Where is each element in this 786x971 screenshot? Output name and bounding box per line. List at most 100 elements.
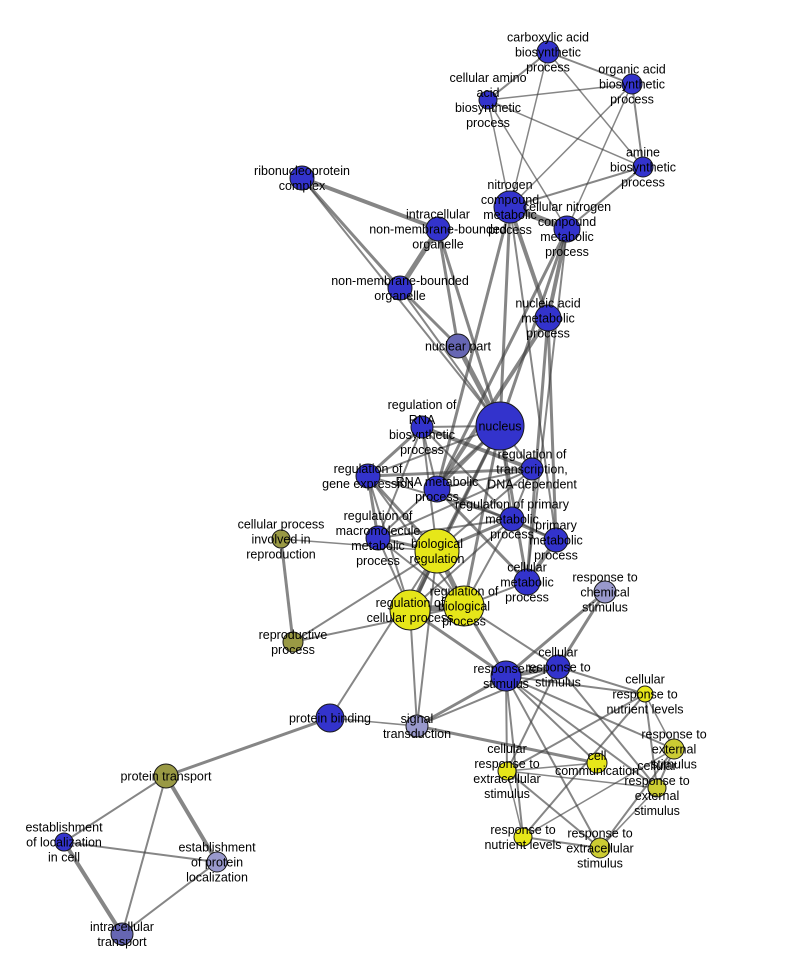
edge-ribonucleoprotein-complex--nucleus — [301, 177, 501, 427]
edge-response-to-stimulus--response-to-chemical-stimulus — [504, 590, 607, 678]
node-ribonucleoprotein-complex[interactable] — [289, 165, 315, 191]
node-nucleic-acid-metabolic-process[interactable] — [534, 304, 562, 332]
edge-regulation-of-transcription-dna-dependent--regulation-of-gene-expression — [366, 467, 534, 478]
edge-response-to-extracellular-stimulus--cellular-response-to-external-stimulus — [599, 787, 658, 849]
edge-biological-regulation--protein-binding — [329, 550, 438, 719]
edge-non-membrane-bounded-organelle--nucleus — [399, 287, 501, 427]
node-establishment-of-localization-in-cell[interactable] — [54, 832, 74, 852]
edge-cellular-amino-acid-biosynthetic-process--amine-biosynthetic-process — [487, 99, 644, 168]
edge-cellular-nitrogen-compound-metabolic-process--nucleic-acid-metabolic-process — [546, 227, 569, 320]
node-regulation-of-gene-expression[interactable] — [355, 463, 381, 489]
edge-nucleus--cellular-metabolic-process — [498, 424, 529, 584]
node-reproductive-process[interactable] — [282, 631, 304, 653]
node-cellular-nitrogen-compound-metabolic-process[interactable] — [553, 215, 581, 243]
edge-regulation-of-primary-metabolic-process--regulation-of-macromolecule-metabolic-process — [377, 518, 513, 539]
edge-nitrogen-compound-metabolic-process--rna-metabolic-process — [435, 205, 512, 491]
node-regulation-of-cellular-process[interactable] — [389, 589, 431, 631]
edge-reproductive-process--regulation-of-biological-process — [292, 605, 465, 643]
edge-response-to-nutrient-levels--cellular-response-to-extracellular-stimulus — [506, 770, 524, 838]
node-carboxylic-acid-biosynthetic-process[interactable] — [536, 40, 560, 64]
node-protein-transport[interactable] — [153, 763, 179, 789]
edge-nucleic-acid-metabolic-process--cellular-metabolic-process — [525, 316, 550, 584]
edge-response-to-stimulus--cell-communication — [505, 675, 598, 764]
edge-response-to-nutrient-levels--response-to-extracellular-stimulus — [522, 836, 601, 849]
node-intracellular-transport[interactable] — [110, 922, 134, 946]
node-nitrogen-compound-metabolic-process[interactable] — [493, 190, 527, 224]
edge-response-to-stimulus--response-to-extracellular-stimulus — [505, 675, 601, 849]
edge-carboxylic-acid-biosynthetic-process--amine-biosynthetic-process — [547, 51, 644, 168]
edge-cellular-response-to-stimulus--cellular-response-to-external-stimulus — [557, 666, 658, 789]
edges-layer — [62, 51, 675, 936]
edge-ribonucleoprotein-complex--intracellular-non-membrane-bounded-organelle — [300, 176, 440, 231]
node-nuclear-part[interactable] — [445, 333, 471, 359]
edge-nucleic-acid-metabolic-process--primary-metabolic-process — [546, 316, 558, 542]
node-organic-acid-biosynthetic-process[interactable] — [621, 73, 643, 95]
edge-establishment-of-localization-in-cell--intracellular-transport — [62, 840, 124, 936]
edge-regulation-of-primary-metabolic-process--regulation-of-cellular-process — [409, 518, 513, 611]
edge-response-to-stimulus--response-to-external-stimulus — [505, 675, 675, 750]
edge-cell-communication--cellular-response-to-extracellular-stimulus — [506, 762, 598, 772]
node-biological-regulation[interactable] — [414, 528, 460, 574]
node-primary-metabolic-process[interactable] — [543, 527, 569, 553]
node-response-to-extracellular-stimulus[interactable] — [589, 837, 611, 859]
edge-cellular-nitrogen-compound-metabolic-process--cellular-metabolic-process — [526, 228, 568, 583]
edge-amine-biosynthetic-process--nitrogen-compound-metabolic-process — [509, 166, 644, 208]
edge-regulation-of-rna-biosynthetic-process--regulation-of-transcription-dna-dependent — [420, 425, 534, 471]
node-response-to-chemical-stimulus[interactable] — [593, 580, 617, 604]
node-regulation-of-primary-metabolic-process[interactable] — [499, 506, 525, 532]
edge-regulation-of-rna-biosynthetic-process--regulation-of-macromolecule-metabolic-process — [377, 426, 423, 539]
node-protein-binding[interactable] — [315, 703, 345, 733]
node-cellular-response-to-nutrient-levels[interactable] — [636, 685, 654, 703]
node-response-to-stimulus[interactable] — [490, 660, 522, 692]
edge-regulation-of-gene-expression--regulation-of-biological-process — [367, 475, 465, 607]
edge-response-to-stimulus--cellular-response-to-nutrient-levels — [505, 675, 646, 695]
node-signal-transduction[interactable] — [405, 714, 429, 738]
edge-response-to-stimulus--signal-transduction — [415, 674, 508, 728]
edge-cellular-response-to-stimulus--cellular-response-to-nutrient-levels — [557, 666, 646, 695]
edge-cellular-response-to-extracellular-stimulus--cellular-response-to-external-stimulus — [506, 770, 658, 789]
edge-ribonucleoprotein-complex--non-membrane-bounded-organelle — [300, 176, 402, 290]
node-cellular-response-to-extracellular-stimulus[interactable] — [497, 761, 517, 781]
node-response-to-external-stimulus[interactable] — [663, 738, 685, 760]
node-regulation-of-rna-biosynthetic-process[interactable] — [410, 415, 434, 439]
node-non-membrane-bounded-organelle[interactable] — [387, 275, 413, 301]
node-rna-metabolic-process[interactable] — [423, 475, 451, 503]
edge-biological-regulation--signal-transduction — [416, 550, 438, 727]
node-establishment-of-protein-localization[interactable] — [206, 851, 228, 873]
node-cellular-metabolic-process[interactable] — [513, 568, 541, 596]
node-regulation-of-macromolecule-metabolic-process[interactable] — [365, 525, 391, 551]
edge-regulation-of-transcription-dna-dependent--rna-metabolic-process — [436, 468, 533, 490]
edge-protein-binding--protein-transport — [164, 716, 332, 778]
node-regulation-of-biological-process[interactable] — [443, 585, 485, 627]
edge-reproductive-process--cellular-process-involved-in-reproduction — [279, 537, 295, 644]
edge-cellular-response-to-nutrient-levels--cellular-response-to-external-stimulus — [644, 693, 658, 789]
edge-non-membrane-bounded-organelle--nuclear-part — [398, 286, 460, 348]
node-cell-communication[interactable] — [586, 752, 608, 774]
node-regulation-of-transcription-dna-dependent[interactable] — [520, 457, 544, 481]
edge-organic-acid-biosynthetic-process--cellular-amino-acid-biosynthetic-process — [487, 83, 633, 101]
edge-cellular-process-involved-in-reproduction--biological-regulation — [280, 538, 438, 552]
edge-cellular-amino-acid-biosynthetic-process--nitrogen-compound-metabolic-process — [487, 99, 511, 208]
edge-cellular-nitrogen-compound-metabolic-process--nucleus — [498, 227, 569, 428]
node-cellular-amino-acid-biosynthetic-process[interactable] — [478, 90, 498, 110]
edge-response-to-stimulus--cellular-response-to-extracellular-stimulus — [505, 675, 508, 772]
edge-establishment-of-localization-in-cell--establishment-of-protein-localization — [63, 841, 218, 863]
node-cellular-process-involved-in-reproduction[interactable] — [271, 529, 291, 549]
edge-amine-biosynthetic-process--cellular-nitrogen-compound-metabolic-process — [566, 166, 644, 230]
node-response-to-nutrient-levels[interactable] — [513, 827, 533, 847]
node-nucleus[interactable] — [475, 401, 525, 451]
node-amine-biosynthetic-process[interactable] — [632, 156, 654, 178]
edge-cellular-nitrogen-compound-metabolic-process--rna-metabolic-process — [435, 227, 569, 491]
edge-intracellular-transport--establishment-of-protein-localization — [121, 861, 218, 935]
edge-response-to-extracellular-stimulus--cellular-response-to-extracellular-stimulus — [506, 770, 601, 849]
edge-organic-acid-biosynthetic-process--amine-biosynthetic-process — [631, 83, 644, 168]
edge-intracellular-non-membrane-bounded-organelle--nuclear-part — [436, 227, 460, 348]
edge-cellular-amino-acid-biosynthetic-process--cellular-nitrogen-compound-metabolic-process — [487, 99, 568, 230]
edge-carboxylic-acid-biosynthetic-process--nitrogen-compound-metabolic-process — [509, 51, 549, 208]
node-cellular-response-to-external-stimulus[interactable] — [647, 778, 667, 798]
node-cellular-response-to-stimulus[interactable] — [545, 654, 571, 680]
node-intracellular-non-membrane-bounded-organelle[interactable] — [425, 216, 451, 242]
